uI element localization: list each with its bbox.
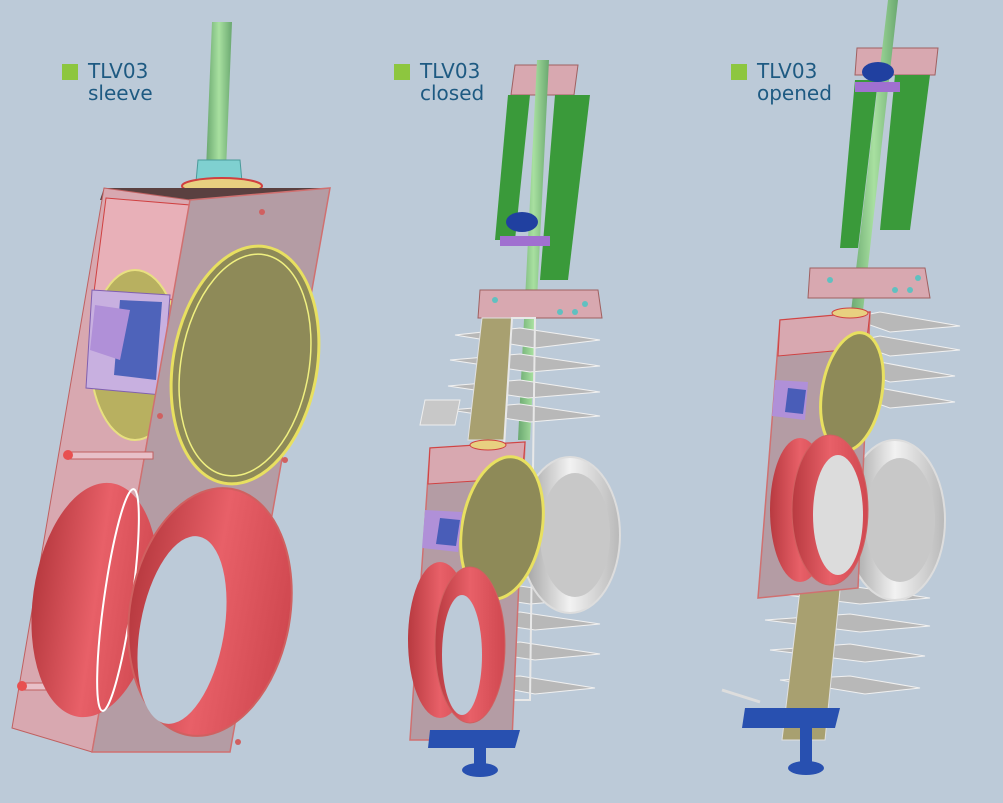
label-title: TLV03 [420,59,481,83]
valve-sleeve-render [11,22,331,753]
label-subtitle: closed [420,81,485,105]
label-title: TLV03 [757,59,818,83]
label-closed: TLV03 closed [394,60,484,104]
label-opened: TLV03 opened [731,60,832,104]
label-subtitle: sleeve [88,81,153,105]
label-sleeve: TLV03 sleeve [62,60,153,104]
valve-closed-render [408,60,621,777]
label-title: TLV03 [88,59,149,83]
green-square-icon [394,64,410,80]
green-square-icon [62,64,78,80]
valve-opened-render [721,0,961,775]
green-square-icon [731,64,747,80]
label-subtitle: opened [757,81,832,105]
